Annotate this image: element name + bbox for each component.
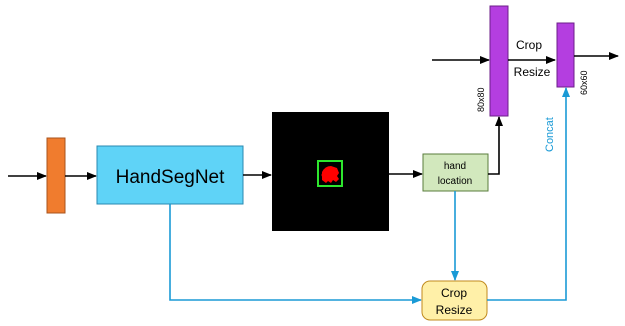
- hand-bounding-box: [317, 160, 343, 187]
- arrow-to-bar-80: [488, 116, 503, 175]
- bar-60x60: [556, 22, 575, 88]
- hand-mask-icon: [321, 166, 339, 183]
- bar-60x60-label: 60x60: [579, 70, 589, 95]
- hand-location-line1: hand: [444, 161, 466, 172]
- handsegnet-box: [96, 145, 244, 205]
- concat-label: Concat: [544, 117, 556, 152]
- arrow-skip-to-crop-resize: [169, 204, 422, 304]
- resize-label: Resize: [514, 65, 551, 79]
- arrow-concat: [487, 87, 570, 301]
- handsegnet-label: HandSegNet: [116, 167, 226, 188]
- input-bar: [46, 137, 66, 214]
- crop-label: Crop: [516, 38, 542, 52]
- hand-location-line2: location: [438, 176, 472, 187]
- crop-resize-line1: Crop: [441, 286, 467, 300]
- bar-80x80-label: 80x80: [476, 87, 486, 112]
- bar-80x80: [489, 5, 509, 117]
- crop-resize-line2: Resize: [436, 303, 473, 317]
